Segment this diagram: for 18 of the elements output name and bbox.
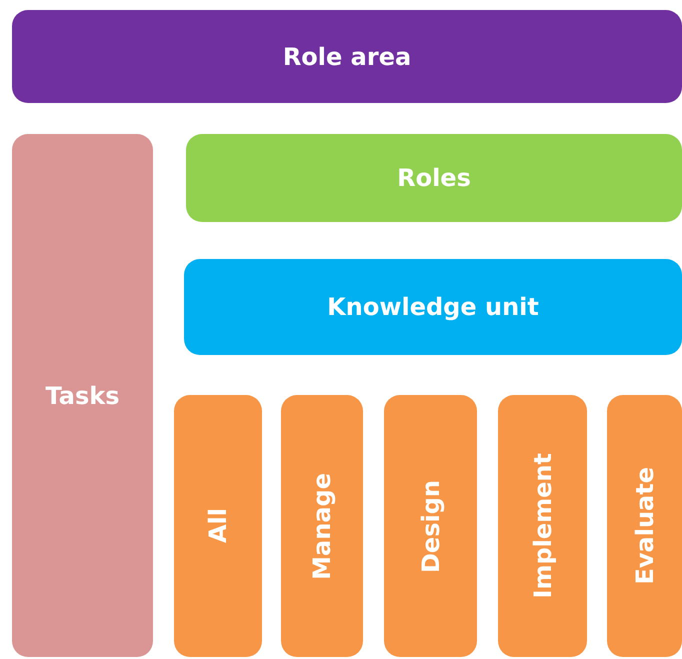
box-label: All xyxy=(204,508,232,544)
box-label: Evaluate xyxy=(630,467,658,585)
column-box xyxy=(174,395,262,657)
box-label: Role area xyxy=(282,42,412,70)
box-label: Roles xyxy=(397,164,471,192)
header-bar xyxy=(12,10,682,103)
box-label: Knowledge unit xyxy=(327,293,539,321)
knowledge-bar xyxy=(184,259,682,355)
box-label: Tasks xyxy=(45,382,120,410)
box-label: Manage xyxy=(308,472,336,580)
box-label: Implement xyxy=(528,453,556,599)
column-box xyxy=(281,395,363,657)
column-box xyxy=(607,395,682,657)
roles-bar xyxy=(186,134,682,222)
side-panel xyxy=(12,134,153,657)
column-box xyxy=(384,395,477,657)
column-box xyxy=(498,395,587,657)
box-label: Design xyxy=(416,480,444,572)
